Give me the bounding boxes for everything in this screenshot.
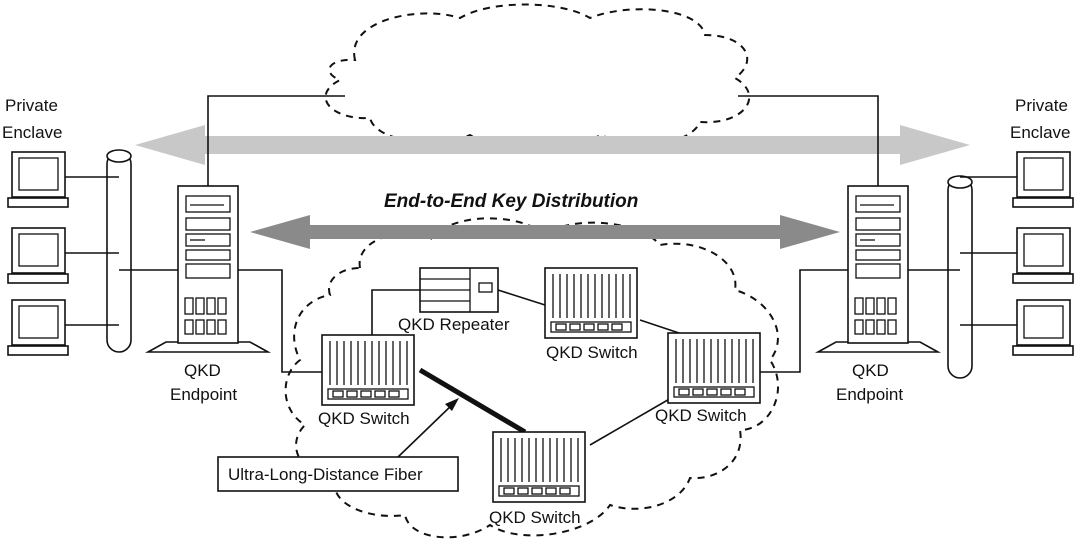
ultra-long-distance-fiber-link	[418, 367, 527, 435]
left-endpoint-server-tower-icon	[144, 185, 272, 353]
switch-top-label: QKD Switch	[546, 343, 638, 362]
left-endpoint-label-line2: Endpoint	[170, 385, 237, 404]
right-enclave-label-line1: Private	[1015, 96, 1068, 115]
switch-bottom-network-switch-icon	[492, 431, 586, 503]
fiber-callout-box	[217, 456, 459, 492]
switch-left-network-switch-icon	[321, 334, 415, 406]
left-workstation-1-desktop-computer-icon	[7, 151, 69, 208]
switch-right-network-switch-icon	[667, 332, 761, 404]
link-switch-left-repeater	[371, 289, 420, 340]
right-endpoint-label-line2: Endpoint	[836, 385, 903, 404]
fiber-callout-label: Ultra-Long-Distance Fiber	[228, 465, 423, 484]
link-left-endpoint-switch	[238, 269, 322, 373]
fiber-callout-pointer	[397, 402, 455, 458]
right-workstation-1-desktop-computer-icon	[1012, 151, 1074, 208]
top-cloud	[324, 3, 751, 151]
key-distribution-title: End-to-End Key Distribution	[384, 191, 638, 212]
key-distribution-arrow	[250, 215, 840, 249]
fiber-callout-arrowhead	[445, 398, 459, 411]
switch-left-label: QKD Switch	[318, 409, 410, 428]
left-enclave-label-line1: Private	[5, 96, 58, 115]
repeater-label: QKD Repeater	[398, 315, 510, 334]
top-grey-arrow	[135, 125, 970, 165]
link-repeater-switch-top	[497, 289, 546, 306]
left-endpoint-label-line1: QKD	[184, 361, 221, 380]
qkd-repeater-icon	[419, 267, 499, 313]
right-workstation-3-desktop-computer-icon	[1012, 299, 1074, 356]
link-right-endpoint-switch	[760, 269, 848, 373]
right-endpoint-server-tower-icon	[814, 185, 942, 353]
link-left-endpoint-top	[207, 95, 345, 190]
link-right-endpoint-top	[738, 95, 879, 190]
right-enclave-label-line2: Enclave	[1010, 123, 1070, 142]
right-workstation-2-desktop-computer-icon	[1012, 227, 1074, 284]
switch-top-network-switch-icon	[544, 267, 638, 339]
left-workstation-2-desktop-computer-icon	[7, 227, 69, 284]
switch-bottom-label: QKD Switch	[489, 508, 581, 527]
left-network-bus	[106, 149, 132, 353]
right-endpoint-label-line1: QKD	[852, 361, 889, 380]
left-workstation-3-desktop-computer-icon	[7, 299, 69, 356]
bottom-cloud	[284, 217, 780, 539]
switch-right-label: QKD Switch	[655, 406, 747, 425]
left-enclave-label-line2: Enclave	[2, 123, 62, 142]
right-network-bus	[947, 175, 973, 379]
